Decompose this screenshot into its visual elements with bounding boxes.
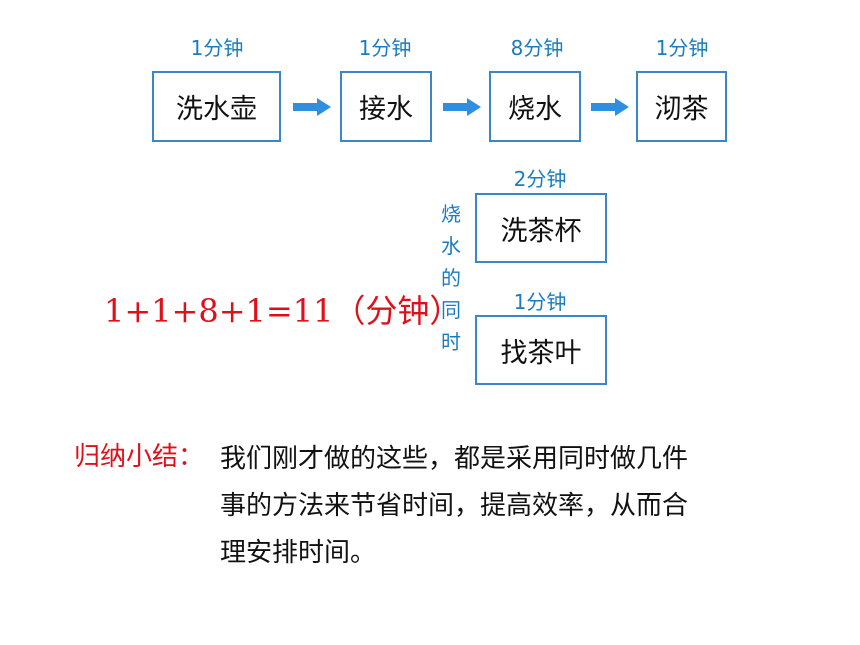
while-boiling-char: 时 [441, 330, 461, 354]
step-box-wash-kettle: 洗水壶 [152, 71, 281, 142]
flow-arrow-1 [293, 98, 331, 116]
task-box-find-tea: 找茶叶 [475, 315, 607, 385]
total-time-formula: 1+1+8+1=11（分钟） [104, 292, 462, 330]
step-time-brew-tea: 1分钟 [655, 36, 709, 60]
flow-arrow-2 [443, 98, 481, 116]
while-boiling-char: 同 [441, 298, 461, 322]
flow-arrow-3 [591, 98, 629, 116]
summary-line: 事的方法来节省时间，提高效率，从而合 [220, 491, 689, 521]
step-time-wash-kettle: 1分钟 [190, 36, 244, 60]
summary-label: 归纳小结： [74, 442, 205, 472]
task-time-wash-cups: 2分钟 [513, 167, 567, 191]
task-time-find-tea: 1分钟 [513, 290, 567, 314]
summary-line: 我们刚才做的这些，都是采用同时做几件 [220, 444, 689, 474]
while-boiling-char: 水 [441, 234, 461, 258]
task-box-wash-cups: 洗茶杯 [475, 193, 607, 263]
summary-text: 我们刚才做的这些，都是采用同时做几件 事的方法来节省时间，提高效率，从而合 理安… [220, 436, 780, 577]
step-time-fill-water: 1分钟 [358, 36, 412, 60]
while-boiling-char: 的 [441, 266, 461, 290]
step-box-fill-water: 接水 [340, 71, 432, 142]
step-box-boil-water: 烧水 [489, 71, 581, 142]
step-box-brew-tea: 沏茶 [636, 71, 727, 142]
step-time-boil-water: 8分钟 [510, 36, 564, 60]
while-boiling-label: 烧 水 的 同 时 [436, 198, 466, 358]
summary-line: 理安排时间。 [220, 538, 377, 568]
while-boiling-char: 烧 [441, 202, 461, 226]
